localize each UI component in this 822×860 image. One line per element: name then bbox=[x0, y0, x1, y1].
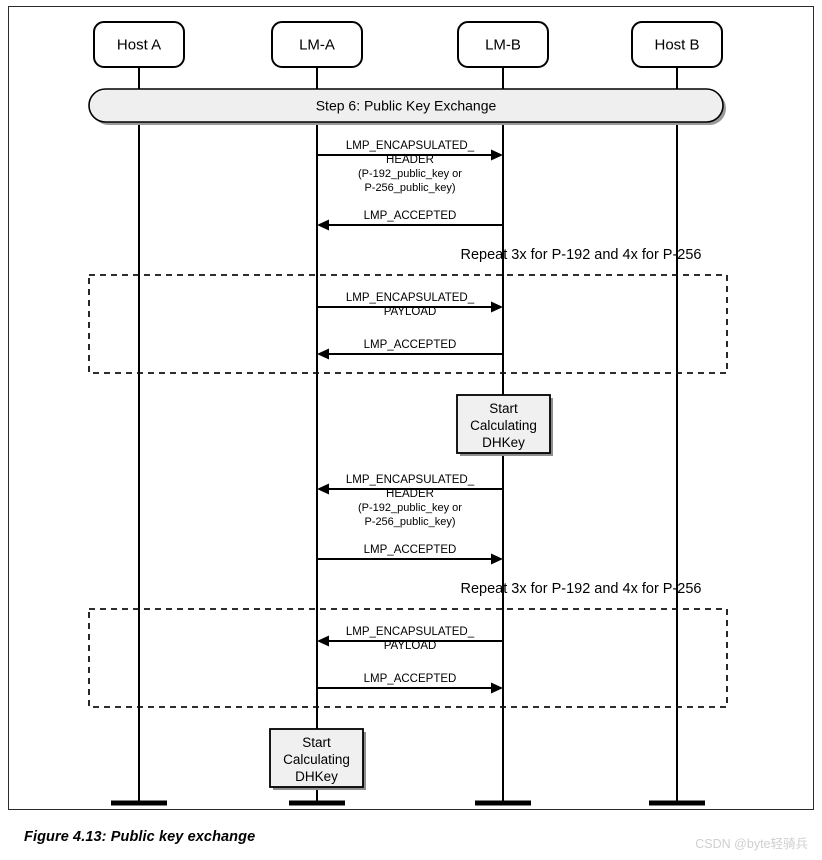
msg-5-label-2: HEADER bbox=[386, 488, 434, 500]
actor-box-host-b[interactable] bbox=[631, 21, 723, 68]
actor-lm-a[interactable]: LM-A bbox=[271, 21, 363, 68]
sequence-diagram: Step 6: Public Key Exchange Repeat 3x fo… bbox=[88, 21, 728, 806]
msg-1-label-4: P-256_public_key) bbox=[364, 182, 455, 194]
msg-7-label-2: PAYLOAD bbox=[384, 640, 437, 652]
figure-caption: Figure 4.13: Public key exchange bbox=[24, 829, 256, 845]
msg-1: LMP_ENCAPSULATED_ HEADER (P-192_public_key… bbox=[317, 140, 503, 194]
repeat-fragments-layer: Repeat 3x for P-192 and 4x for P-256Repe… bbox=[88, 247, 728, 708]
msg-7-arrowhead bbox=[317, 635, 329, 647]
notes-layer: StartCalculatingDHKeyStartCalculatingDHK… bbox=[269, 394, 553, 790]
msg-1-label-2: HEADER bbox=[386, 154, 434, 166]
msg-2-label-1: LMP_ACCEPTED bbox=[364, 210, 457, 222]
msg-5-arrowhead bbox=[317, 483, 329, 495]
note-lm-b-box bbox=[456, 394, 551, 454]
step-banner-label: Step 6: Public Key Exchange bbox=[316, 98, 497, 114]
msg-7-label-1: LMP_ENCAPSULATED_ bbox=[346, 626, 475, 638]
msg-6-arrowhead bbox=[491, 553, 503, 565]
repeat-box-1 bbox=[88, 274, 728, 374]
actor-box-lm-a[interactable] bbox=[271, 21, 363, 68]
actor-label-host-b: Host B bbox=[654, 37, 699, 54]
note-lm-b-label-2: Calculating bbox=[470, 418, 537, 433]
msg-3-label-2: PAYLOAD bbox=[384, 306, 437, 318]
msg-1-arrowhead bbox=[491, 149, 503, 161]
actor-host-b[interactable]: Host B bbox=[631, 21, 723, 68]
msg-2-arrowhead bbox=[317, 219, 329, 231]
actor-label-host-a: Host A bbox=[117, 37, 161, 54]
actor-box-lm-b[interactable] bbox=[457, 21, 549, 68]
msg-5: LMP_ENCAPSULATED_ HEADER (P-192_public_key… bbox=[317, 474, 503, 528]
msg-4-arrowhead bbox=[317, 348, 329, 360]
msg-8-arrowhead bbox=[491, 682, 503, 694]
msg-5-label-4: P-256_public_key) bbox=[364, 516, 455, 528]
note-lm-a-label-3: DHKey bbox=[295, 769, 338, 784]
banner-layer: Step 6: Public Key Exchange bbox=[88, 88, 726, 125]
msg-5-label-3: (P-192_public_key or bbox=[358, 502, 462, 514]
figure-frame: Step 6: Public Key Exchange Repeat 3x fo… bbox=[8, 6, 814, 810]
msg-3-label-1: LMP_ENCAPSULATED_ bbox=[346, 292, 475, 304]
repeat-label-1: Repeat 3x for P-192 and 4x for P-256 bbox=[460, 247, 701, 263]
note-lm-a-label-2: Calculating bbox=[283, 752, 350, 767]
msg-1-label-1: LMP_ENCAPSULATED_ bbox=[346, 140, 475, 152]
msg-8: LMP_ACCEPTED bbox=[317, 673, 503, 694]
repeat-box-2 bbox=[88, 608, 728, 708]
note-lm-a-label-1: Start bbox=[302, 735, 331, 750]
msg-6: LMP_ACCEPTED bbox=[317, 544, 503, 565]
msg-2: LMP_ACCEPTED bbox=[317, 210, 503, 231]
actor-box-host-a[interactable] bbox=[93, 21, 185, 68]
repeat-label-2: Repeat 3x for P-192 and 4x for P-256 bbox=[460, 581, 701, 597]
actor-host-a[interactable]: Host A bbox=[93, 21, 185, 68]
step-banner bbox=[88, 88, 724, 123]
msg-5-label-1: LMP_ENCAPSULATED_ bbox=[346, 474, 475, 486]
msg-3: LMP_ENCAPSULATED_ PAYLOAD bbox=[317, 292, 503, 318]
msg-7: LMP_ENCAPSULATED_ PAYLOAD bbox=[317, 626, 503, 652]
msg-6-label-1: LMP_ACCEPTED bbox=[364, 544, 457, 556]
messages-layer: LMP_ENCAPSULATED_ HEADER (P-192_public_key… bbox=[317, 140, 503, 694]
msg-4: LMP_ACCEPTED bbox=[317, 339, 503, 360]
msg-1-label-3: (P-192_public_key or bbox=[358, 168, 462, 180]
actor-label-lm-b: LM-B bbox=[485, 37, 521, 54]
watermark: CSDN @byte轻骑兵 bbox=[695, 837, 808, 851]
note-lm-a-box bbox=[269, 728, 364, 788]
msg-8-label-1: LMP_ACCEPTED bbox=[364, 673, 457, 685]
actor-label-lm-a: LM-A bbox=[299, 37, 335, 54]
actor-lm-b[interactable]: LM-B bbox=[457, 21, 549, 68]
msg-4-label-1: LMP_ACCEPTED bbox=[364, 339, 457, 351]
note-lm-b-label-3: DHKey bbox=[482, 435, 525, 450]
actors-layer: Host A LM-A LM-B Host B bbox=[93, 21, 723, 68]
note-lm-b-label-1: Start bbox=[489, 401, 518, 416]
msg-3-arrowhead bbox=[491, 301, 503, 313]
